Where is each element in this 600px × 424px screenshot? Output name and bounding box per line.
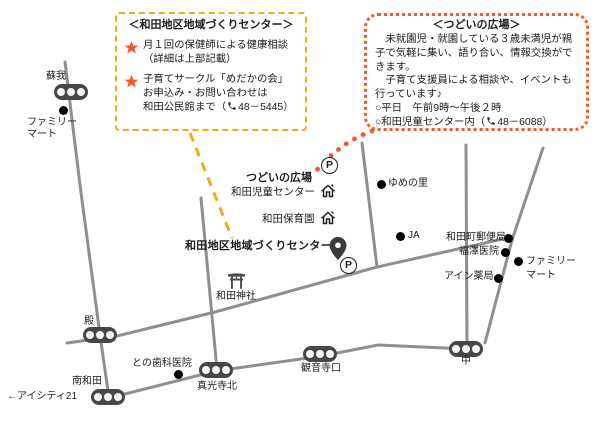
parking-icon: P — [340, 257, 357, 274]
label-aicity: ←アイシティ21 — [7, 391, 78, 402]
label-jinja: 和田神社 — [216, 291, 256, 302]
info-line: （詳細は上部記載） — [143, 53, 237, 65]
connector-dashed-line — [188, 132, 234, 239]
info-item-text: 子育てサークル「めだかの会」 お申込み・お問い合わせは 和田公民館まで（ 48－5… — [143, 73, 294, 115]
poi-dot — [501, 248, 510, 257]
info-line: 子育てサークル「めだかの会」 — [143, 74, 289, 86]
phone-number: 48－6088） — [497, 116, 553, 128]
info-line-phone: ○和田児童センター内（ 48－6088） — [375, 116, 578, 130]
info-item: 子育てサークル「めだかの会」 お申込み・お問い合わせは 和田公民館まで（ 48－5… — [124, 73, 298, 115]
info-line: ○平日 午前9時～午後２時 — [375, 102, 502, 114]
info-paragraph: 未就園児・就園している３歳未満児が親子で気軽に集い、語り合い、情報交換ができます… — [375, 33, 573, 73]
house-icon — [320, 184, 336, 198]
poi-dot — [377, 180, 386, 189]
label-familymart-left: ファミリー マート — [27, 117, 77, 140]
star-icon — [124, 40, 139, 54]
phone-number: 48－5445） — [238, 102, 294, 114]
poi-dot — [504, 234, 513, 243]
info-box-tsudoi-plaza: ＜つどいの広場＞ 未就園児・就園している３歳未満児が親子で気軽に集い、語り合い、… — [364, 13, 589, 131]
parking-icon: P — [321, 157, 338, 174]
label-familymart-right: ファミリー マート — [526, 256, 576, 281]
poi-dot — [59, 106, 68, 115]
info-paragraph: 子育て支援員による相談や、イベントも行っています♪ — [375, 75, 572, 101]
info-box-community-center: ＜和田地区地域づくりセンター＞ 月１回の保健師による健康相談 （詳細は上部記載）… — [115, 12, 307, 131]
info-line-phone: 和田公民館まで（ 48－5445） — [143, 101, 294, 115]
label-ain-pharmacy: アイン薬局 — [444, 271, 494, 282]
phone-prefix: ○和田児童センター内（ — [375, 116, 486, 128]
phone-icon — [487, 117, 495, 125]
label-kannonji-guchi: 観音寺口 — [301, 363, 341, 374]
poi-dot — [514, 257, 523, 266]
traffic-signal-shinkoji-kita — [199, 362, 233, 378]
road — [464, 143, 469, 351]
poi-dot — [174, 370, 183, 379]
info-line: お申込み・お問い合わせは — [143, 88, 268, 100]
info-item: 月１回の保健師による健康相談 （詳細は上部記載） — [124, 39, 298, 67]
label-jido-center: 和田児童センター — [231, 186, 315, 198]
label-community-center: 和田地区地域づくりセンター — [185, 240, 332, 252]
label-shinkoji-kita: 真光寺北 — [197, 381, 237, 392]
traffic-signal-minami-wada — [91, 389, 125, 405]
label-hoikuen: 和田保育園 — [262, 213, 315, 225]
info-box-title: ＜和田地区地域づくりセンター＞ — [128, 19, 294, 31]
info-line: 月１回の保健師による健康相談 — [143, 39, 289, 51]
traffic-signal-soga — [54, 84, 88, 100]
traffic-signal-naka — [449, 341, 483, 357]
label-tono: 殿 — [84, 316, 94, 327]
road — [360, 141, 379, 269]
map-pin-icon — [329, 237, 347, 260]
traffic-signal-kannonji-guchi — [303, 346, 337, 362]
poi-dot — [494, 274, 503, 283]
info-item-text: 月１回の保健師による健康相談 （詳細は上部記載） — [143, 39, 288, 67]
poi-dot — [396, 232, 405, 241]
road — [107, 343, 469, 400]
torii-gate-icon — [228, 273, 245, 289]
info-box-title: ＜つどいの広場＞ — [432, 19, 521, 31]
phone-icon — [228, 102, 236, 111]
label-tsudoi-plaza: つどいの広場 — [246, 172, 312, 184]
label-ja: JA — [408, 230, 420, 241]
star-icon — [124, 75, 139, 88]
traffic-signal-tono — [83, 327, 117, 343]
label-minami-wada: 南和田 — [72, 376, 102, 387]
label-tono-dental: との歯科医院 — [132, 358, 192, 369]
label-post-office: 和田町郵便局 — [446, 232, 506, 243]
label-soga: 蘇我 — [46, 71, 66, 82]
label-yume-no-sato: ゆめの里 — [388, 178, 428, 189]
label-naka: 中 — [461, 356, 471, 367]
label-fukuzawa-clinic: 福澤医院 — [459, 246, 499, 257]
house-icon — [320, 211, 336, 225]
phone-prefix: 和田公民館まで（ — [143, 102, 227, 114]
road — [199, 196, 219, 372]
road — [63, 60, 111, 400]
